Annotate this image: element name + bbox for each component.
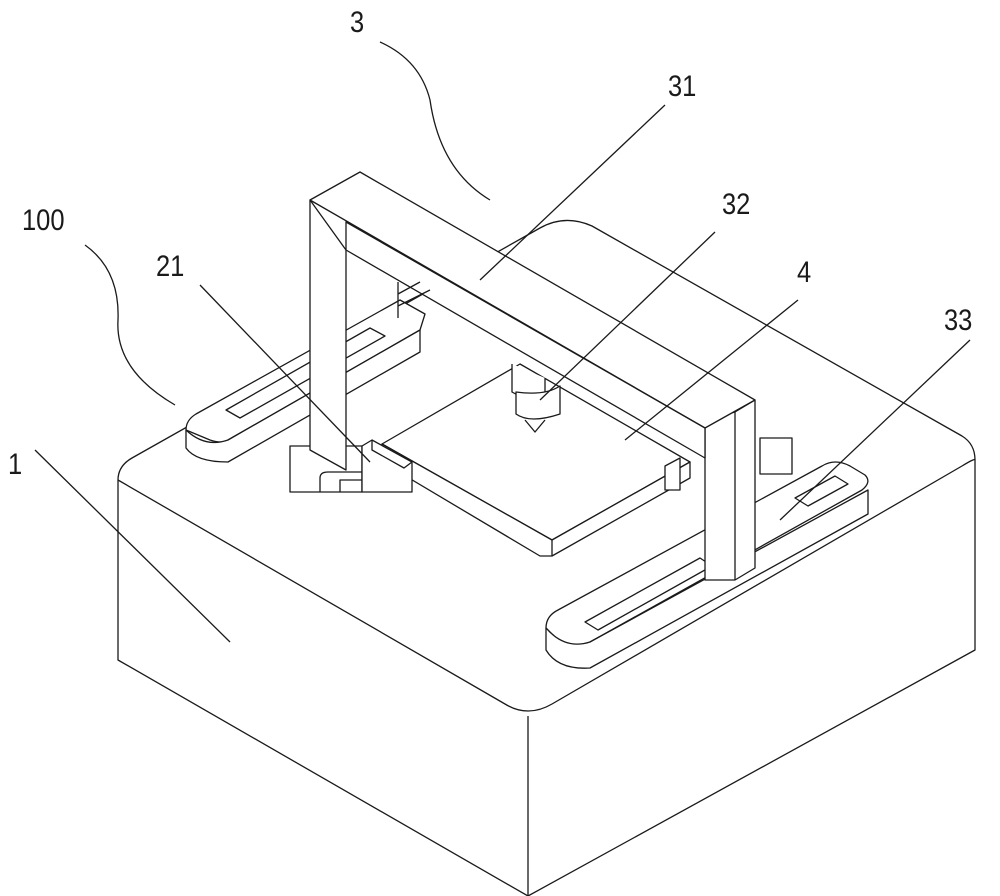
label-platform: 4 [797,258,811,288]
label-gantry: 3 [350,8,364,38]
label-nozzle: 32 [722,190,750,220]
label-beam: 31 [668,72,696,102]
label-rail: 33 [944,306,972,336]
label-clamp: 21 [156,252,184,282]
label-device: 100 [22,206,65,236]
label-base: 1 [8,450,22,480]
